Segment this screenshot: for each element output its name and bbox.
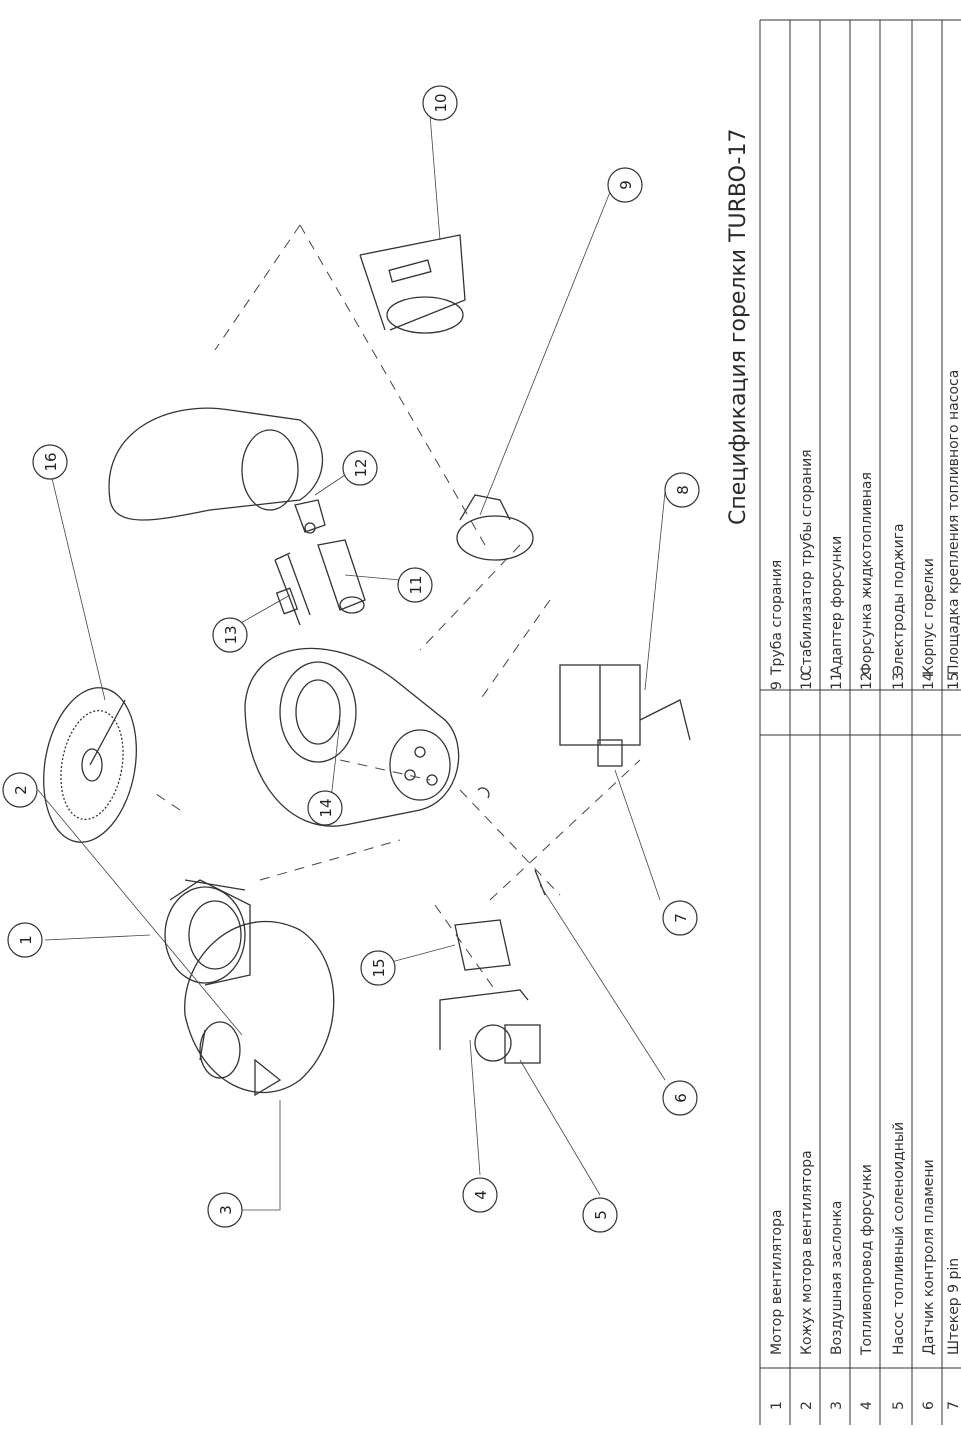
spec-row-name: Штекер 9 pin: [946, 1258, 961, 1355]
bracket-drawing: [454, 919, 511, 971]
spec-row-name: Мотор вентилятора: [769, 1209, 785, 1355]
callout-circle: [582, 1197, 618, 1233]
spec-row-name: Адаптер форсунки: [829, 536, 845, 675]
callout-number: 11: [407, 575, 425, 594]
assembly-guides: [149, 224, 641, 991]
callout-circle: [662, 900, 698, 936]
callout-circle: [342, 450, 378, 486]
callout-number: 10: [432, 93, 450, 112]
spec-row-number: 5: [891, 1401, 907, 1410]
combustion-tube-drawing: [359, 234, 466, 334]
callout-circle: [360, 950, 396, 986]
fan-motor-drawing: [164, 879, 251, 986]
callout-number: 9: [617, 180, 635, 190]
spec-row-name: Воздушная заслонка: [829, 1201, 845, 1355]
spec-row-name: Стабилизатор трубы сгорания: [799, 449, 815, 675]
callout-circle: [2, 772, 38, 808]
electrodes-drawing: [274, 552, 311, 626]
spec-row-number: 10: [799, 672, 815, 690]
callout-circle: [207, 1192, 243, 1228]
callout-circle: [664, 472, 700, 508]
nozzle-adapter-drawing: [317, 539, 366, 614]
mounting-flange-drawing: [108, 407, 323, 521]
parts-line-art: [43, 234, 691, 1097]
stabilizer-drawing: [456, 494, 534, 561]
callout-number: 6: [672, 1093, 690, 1103]
spec-row-number: 6: [921, 1401, 937, 1410]
callout-number: 14: [317, 798, 335, 817]
callout-number: 2: [12, 785, 30, 795]
fuel-line-drawing: [439, 989, 529, 1050]
spec-title: Спецификация горелки TURBO-17: [726, 129, 751, 525]
callout-circle: [422, 85, 458, 121]
burner-body-drawing: [244, 647, 460, 827]
pump-motor-drawing: [474, 1024, 541, 1064]
callout-number: 4: [472, 1190, 490, 1200]
pump-block-drawing: [559, 664, 691, 746]
fan-impeller-drawing: [43, 687, 137, 843]
spec-row-name: Кожух мотора вентилятора: [799, 1150, 815, 1355]
spec-row-number: 3: [829, 1401, 845, 1410]
callout-circle: [32, 444, 68, 480]
spec-row-number: 11: [829, 672, 845, 690]
spec-row-number: 12: [859, 672, 875, 690]
callout-circle: [7, 922, 43, 958]
spec-row-name: Корпус горелки: [921, 558, 937, 675]
spec-row-name: Насос топливный соленоидный: [891, 1122, 907, 1355]
callout-number: 15: [370, 958, 388, 977]
callout-number: 13: [222, 625, 240, 644]
spec-table: [759, 19, 961, 1425]
spec-row-name: Площадка крепления топливного насоса: [946, 370, 961, 675]
spec-row-name: Форсунка жидкотопливная: [859, 472, 875, 675]
spec-row-number: 15: [946, 672, 961, 690]
callout-circle: [662, 1080, 698, 1116]
callout-circle: [307, 790, 343, 826]
spec-row-number: 2: [799, 1401, 815, 1410]
spec-row-name: Датчик контроля пламени: [921, 1159, 937, 1355]
callout-number: 7: [672, 913, 690, 923]
spec-row-number: 14: [921, 672, 937, 690]
connector-drawing: [597, 739, 623, 767]
callout-circle: [607, 167, 643, 203]
motor-housing-drawing: [184, 920, 335, 1097]
callout-circle: [462, 1177, 498, 1213]
callout-number: 8: [674, 485, 692, 495]
callout-circle: [397, 567, 433, 603]
callout-circle: [212, 617, 248, 653]
callout-number: 5: [592, 1210, 610, 1220]
callout-number: 3: [217, 1205, 235, 1215]
spec-row-number: 13: [891, 672, 907, 690]
callout-number: 16: [42, 452, 60, 471]
spec-row-number: 9: [769, 681, 785, 690]
callout-number: 1: [17, 935, 35, 945]
nozzle-drawing: [294, 499, 326, 534]
spec-row-name: Топливопровод форсунки: [859, 1164, 875, 1356]
spec-rows-left: 1 Мотор вентилятора 2 Кожух мотора вентилят…: [769, 1122, 961, 1410]
spec-row-number: 7: [946, 1401, 961, 1410]
spec-row-name: Труба сгорания: [769, 560, 785, 676]
spec-row-name: Электроды поджига: [891, 523, 907, 675]
callout-number: 12: [352, 458, 370, 477]
spec-row-number: 1: [769, 1401, 785, 1410]
spec-row-number: 4: [859, 1401, 875, 1410]
